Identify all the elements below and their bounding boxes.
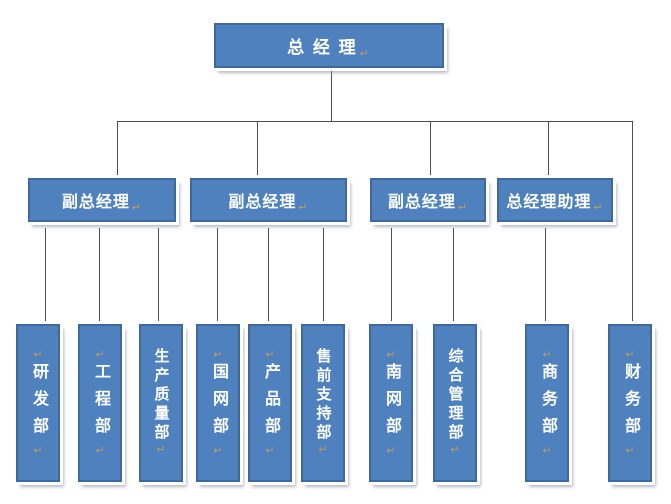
paragraph-mark: ↵: [625, 348, 635, 361]
node-dept-production-quality[interactable]: 生产质量部 ↵: [139, 324, 183, 482]
paragraph-mark: ↵: [359, 48, 371, 60]
connector-drop-product: [268, 228, 269, 322]
paragraph-mark: ↵: [386, 348, 396, 361]
paragraph-mark: ↵: [265, 348, 275, 361]
paragraph-mark: ↵: [386, 444, 396, 457]
connector-drop-manager-2: [257, 122, 258, 178]
dept-label: 商务部: [539, 362, 556, 444]
node-gm-assistant[interactable]: 总经理助理↵: [497, 178, 613, 222]
dept-label: 售前支持部: [314, 348, 332, 443]
dept-label: 国网部: [210, 362, 227, 444]
connector-drop-southern-grid: [391, 228, 392, 322]
connector-drop-commerce: [545, 228, 546, 322]
node-label: 总经理助理: [506, 194, 592, 211]
paragraph-mark: ↵: [33, 444, 43, 457]
paragraph-mark: ↵: [156, 444, 166, 456]
node-dept-state-grid[interactable]: ↵ 国网部 ↵: [196, 324, 240, 482]
dept-label: 产品部: [262, 362, 279, 444]
connector-drop-engineering: [99, 228, 100, 322]
connector-drop-production-quality: [158, 228, 159, 322]
paragraph-mark: ↵: [213, 444, 223, 457]
dept-label: 南网部: [383, 362, 400, 444]
paragraph-mark: ↵: [95, 348, 105, 361]
connector-main-horizontal: [117, 121, 633, 122]
node-dept-general-admin[interactable]: 综合管理部 ↵: [433, 324, 477, 482]
node-label: 副总经理: [228, 194, 297, 211]
connector-drop-finance: [632, 122, 633, 322]
paragraph-mark: ↵: [131, 202, 143, 214]
connector-drop-manager-1: [117, 122, 118, 178]
connector-drop-manager-4: [548, 122, 549, 178]
node-dept-commerce[interactable]: ↵ 商务部 ↵: [525, 324, 569, 482]
node-deputy-gm-2[interactable]: 副总经理↵: [190, 178, 347, 222]
paragraph-mark: ↵: [450, 444, 460, 456]
paragraph-mark: ↵: [95, 444, 105, 457]
node-dept-engineering[interactable]: ↵ 工程部 ↵: [78, 324, 122, 482]
dept-label: 研发部: [30, 362, 47, 444]
connector-drop-general-admin: [453, 228, 454, 322]
node-dept-presales-support[interactable]: 售前支持部 ↵: [301, 324, 345, 482]
node-deputy-gm-1[interactable]: 副总经理↵: [28, 178, 176, 222]
paragraph-mark: ↵: [542, 348, 552, 361]
connector-drop-presales: [323, 228, 324, 322]
node-label: 副总经理: [61, 194, 130, 211]
node-dept-rd[interactable]: ↵ 研发部 ↵: [16, 324, 60, 482]
paragraph-mark: ↵: [542, 444, 552, 457]
node-label: 副总经理: [387, 194, 456, 211]
paragraph-mark: ↵: [298, 202, 309, 214]
paragraph-mark: ↵: [213, 348, 223, 361]
connector-drop-state-grid: [217, 228, 218, 322]
paragraph-mark: ↵: [265, 444, 275, 457]
dept-label: 工程部: [92, 362, 109, 444]
paragraph-mark: ↵: [625, 444, 635, 457]
paragraph-mark: ↵: [318, 444, 328, 456]
connector-drop-rd: [45, 228, 46, 322]
connector-root-down: [331, 70, 332, 122]
connector-drop-manager-3: [430, 122, 431, 178]
paragraph-mark: ↵: [593, 202, 604, 214]
node-dept-southern-grid[interactable]: ↵ 南网部 ↵: [369, 324, 413, 482]
paragraph-mark: ↵: [457, 202, 469, 214]
node-deputy-gm-3[interactable]: 副总经理↵: [370, 178, 486, 222]
dept-label: 财务部: [622, 362, 639, 444]
node-label: 总 经 理: [287, 38, 358, 57]
node-dept-product[interactable]: ↵ 产品部 ↵: [248, 324, 292, 482]
paragraph-mark: ↵: [33, 348, 43, 361]
node-dept-finance[interactable]: ↵ 财务部 ↵: [608, 324, 652, 482]
node-general-manager[interactable]: 总 经 理↵: [214, 23, 444, 68]
dept-label: 综合管理部: [446, 348, 464, 443]
dept-label: 生产质量部: [152, 348, 170, 443]
